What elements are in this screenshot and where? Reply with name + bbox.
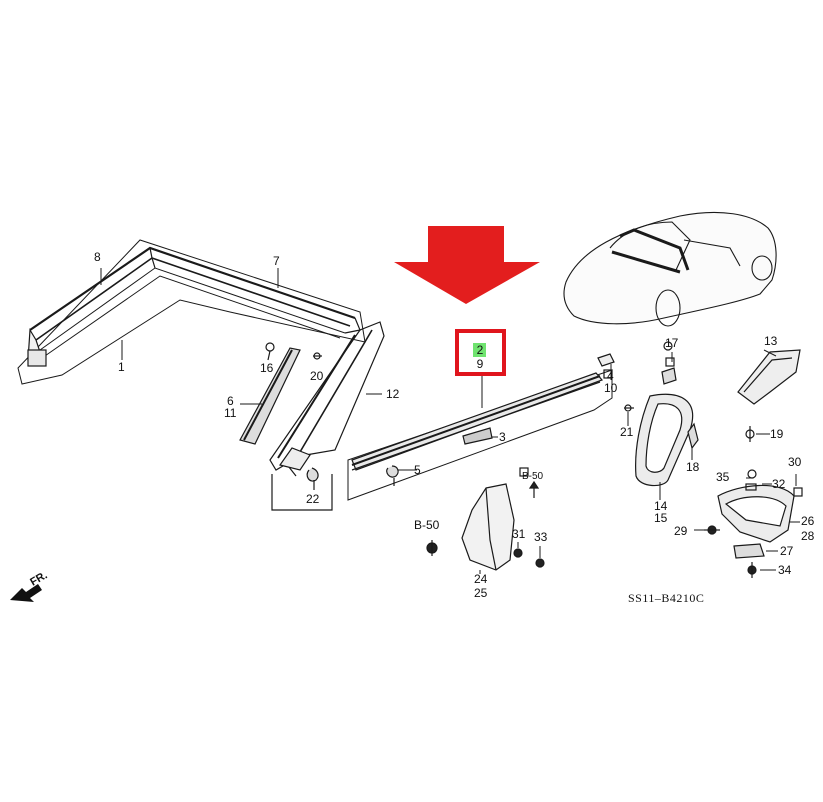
callout-29[interactable]: 29 (674, 524, 688, 538)
callout-16[interactable]: 16 (260, 361, 274, 375)
callout-17[interactable]: 17 (665, 336, 679, 350)
callout-15[interactable]: 15 (654, 511, 668, 525)
callout-6[interactable]: 6 (227, 394, 234, 408)
callout-20[interactable]: 20 (310, 369, 324, 383)
front-direction-arrow (10, 584, 42, 602)
callout-5[interactable]: 5 (414, 463, 421, 477)
highlight-box (455, 329, 506, 376)
callout-35[interactable]: 35 (716, 470, 730, 484)
windshield-frame-group (17, 239, 366, 385)
side-intake-group (624, 341, 699, 487)
callout-12[interactable]: 12 (386, 387, 400, 401)
callout-33[interactable]: 33 (534, 530, 548, 544)
callout-1[interactable]: 1 (118, 360, 125, 374)
callout-10[interactable]: 10 (604, 381, 618, 395)
callout-31[interactable]: 31 (512, 527, 526, 541)
callout-27[interactable]: 27 (780, 544, 794, 558)
bracket-13-group (737, 349, 801, 405)
callout-14[interactable]: 14 (654, 499, 668, 513)
callout-3[interactable]: 3 (499, 430, 506, 444)
callout-4[interactable]: 4 (607, 369, 614, 383)
highlight-callout-top: 2 (476, 343, 484, 357)
callout-26[interactable]: 26 (801, 514, 815, 528)
callout-30[interactable]: 30 (788, 455, 802, 469)
callout-25[interactable]: 25 (474, 586, 488, 600)
callout-32[interactable]: 32 (772, 477, 786, 491)
a-pillar-group (239, 321, 385, 511)
highlight-callout-bottom: 9 (476, 357, 484, 371)
diagram-code: SS11–B4210C (628, 591, 705, 605)
highlight-marker (473, 343, 486, 357)
callout-8[interactable]: 8 (94, 250, 101, 264)
red-arrow (394, 226, 540, 304)
callout-18[interactable]: 18 (686, 460, 700, 474)
callout-11[interactable]: 11 (224, 406, 237, 420)
b50-label-right: B-50 (522, 471, 544, 482)
leader-lines (100, 268, 800, 574)
callout-7[interactable]: 7 (273, 254, 280, 268)
car-outline (563, 211, 777, 327)
callout-13[interactable]: 13 (764, 334, 778, 348)
splash-shield-group (704, 426, 803, 578)
callout-28[interactable]: 28 (801, 529, 815, 543)
callout-19[interactable]: 19 (770, 427, 784, 441)
callout-24[interactable]: 24 (474, 572, 488, 586)
callout-34[interactable]: 34 (778, 563, 792, 577)
side-garnish-group (347, 353, 615, 501)
callout-21[interactable]: 21 (620, 425, 634, 439)
b50-label-left: B-50 (414, 518, 440, 532)
callout-22[interactable]: 22 (306, 492, 320, 506)
mudguard-group (426, 467, 545, 571)
